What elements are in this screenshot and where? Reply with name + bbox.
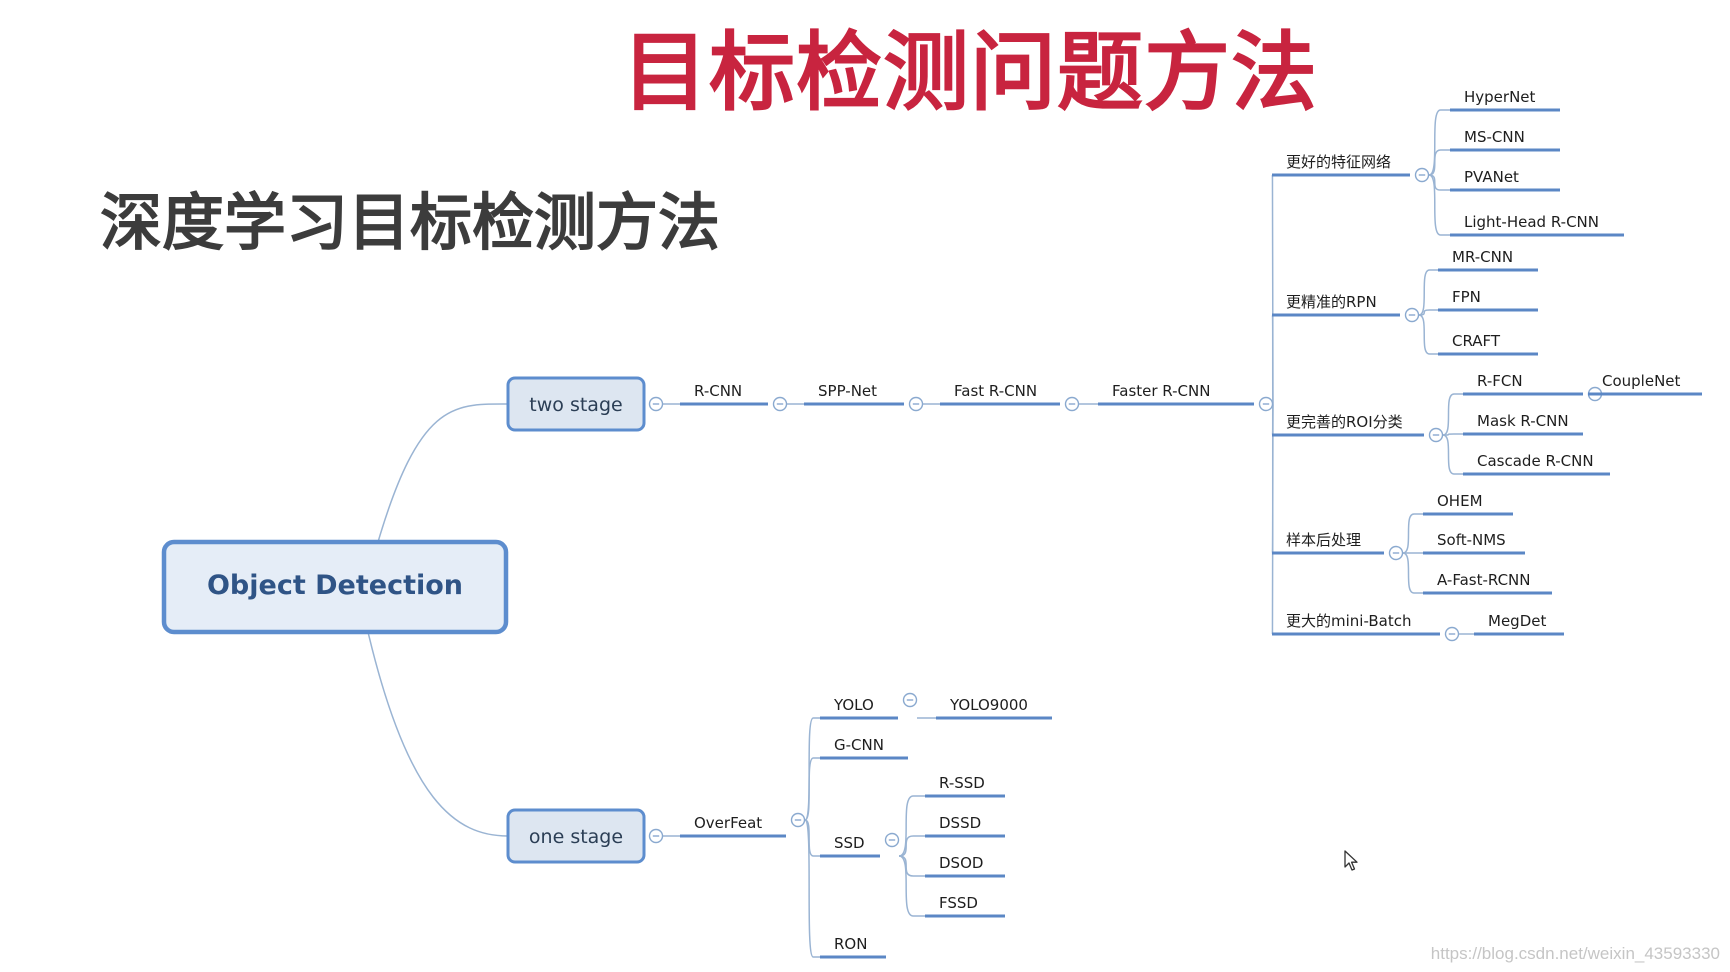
connector-line [1428,109,1450,176]
group-node: 样本后处理 [1286,531,1361,549]
section-subtitle: 深度学习目标检测方法 [100,186,721,259]
connector-line [1402,513,1423,554]
collapse-icon[interactable] [1428,427,1444,443]
chain-node-spp-net: SPP-Net [818,382,877,400]
mindmap-edges [367,109,1602,958]
root-node-label: Object Detection [207,570,463,601]
connector-line [804,757,820,821]
connector-line [804,717,820,821]
two-stage-node-label: two stage [529,394,622,416]
collapse-icon[interactable] [790,812,806,828]
leaf-node-ohem: OHEM [1437,492,1483,510]
collapse-icon[interactable] [884,832,900,848]
leaf-node-fssd: FSSD [939,894,978,912]
leaf-node-light-head-r-cnn: Light-Head R-CNN [1464,213,1599,231]
leaf-node-mask-r-cnn: Mask R-CNN [1477,412,1569,430]
connector-line [804,819,820,958]
group-node: 更大的mini-Batch [1286,612,1411,630]
connector-line [1402,552,1423,594]
connector-line [1428,149,1450,176]
group-node: 更完善的ROI分类 [1286,413,1403,431]
connector-line [898,835,925,857]
connector-line [1271,403,1274,635]
leaf-node-dsod: DSOD [939,854,983,872]
connector-line [1418,309,1438,316]
leaf-node-dssd: DSSD [939,814,981,832]
leaf-node-couplenet: CoupleNet [1602,372,1681,390]
mindmap-shapes [161,108,1702,959]
connector-line [898,855,925,917]
connector-line [1442,433,1463,436]
leaf-node-ron: RON [834,935,867,953]
leaf-node-g-cnn: G-CNN [834,736,884,754]
leaf-node-fpn: FPN [1452,288,1481,306]
leaf-node-soft-nms: Soft-NMS [1437,531,1506,549]
collapse-icon[interactable] [772,396,788,412]
leaf-node-craft: CRAFT [1452,332,1501,350]
collapse-icon[interactable] [1388,545,1404,561]
two-stage-node[interactable] [506,376,646,432]
root-node[interactable] [161,539,509,635]
leaf-node-hypernet: HyperNet [1464,88,1536,106]
collapse-icon[interactable] [908,396,924,412]
connector-line [1442,434,1463,475]
leaf-node-cascade-r-cnn: Cascade R-CNN [1477,452,1594,470]
connector-line [367,631,509,837]
leaf-node-megdet: MegDet [1488,612,1546,630]
leaf-node-a-fast-rcnn: A-Fast-RCNN [1437,571,1531,589]
one-stage-node[interactable] [506,808,646,864]
connector-line [1442,393,1463,436]
chain-node-r-cnn: R-CNN [694,382,742,400]
collapse-icon[interactable] [1444,626,1460,642]
collapse-icon[interactable] [1414,167,1430,183]
collapse-icon[interactable] [648,396,664,412]
collapse-icon[interactable] [1064,396,1080,412]
connector-line [377,403,509,543]
collapse-icon[interactable] [1258,396,1274,412]
overfeat-node: OverFeat [694,814,762,832]
page-title: 目标检测问题方法 [622,23,1318,123]
leaf-node-r-ssd: R-SSD [939,774,985,792]
leaf-node-r-fcn: R-FCN [1477,372,1523,390]
connector-line [1271,314,1274,405]
chain-node-faster-r-cnn: Faster R-CNN [1112,382,1210,400]
collapse-icon[interactable] [1404,307,1420,323]
one-stage-node-label: one stage [529,826,623,848]
mouse-pointer-icon [1344,850,1358,871]
watermark: https://blog.csdn.net/weixin_43593330 [1430,944,1720,963]
leaf-node-ssd: SSD [834,834,865,852]
collapse-icon[interactable] [902,692,918,708]
leaf-node-mr-cnn: MR-CNN [1452,248,1513,266]
connector-line [898,795,925,857]
leaf-node-ms-cnn: MS-CNN [1464,128,1525,146]
leaf-node-yolo: YOLO [833,696,874,714]
connector-line [1418,314,1438,355]
chain-node-fast-r-cnn: Fast R-CNN [954,382,1037,400]
connector-line [1418,269,1438,316]
leaf-node-pvanet: PVANet [1464,168,1519,186]
collapse-icon[interactable] [648,828,664,844]
mindmap-labels: Object Detection two stage one stage R-CNN S… [207,88,1681,953]
group-node: 更好的特征网络 [1286,153,1391,171]
group-node: 更精准的RPN [1286,293,1377,311]
leaf-node-yolo9000: YOLO9000 [949,696,1028,714]
connector-line [1428,174,1450,236]
